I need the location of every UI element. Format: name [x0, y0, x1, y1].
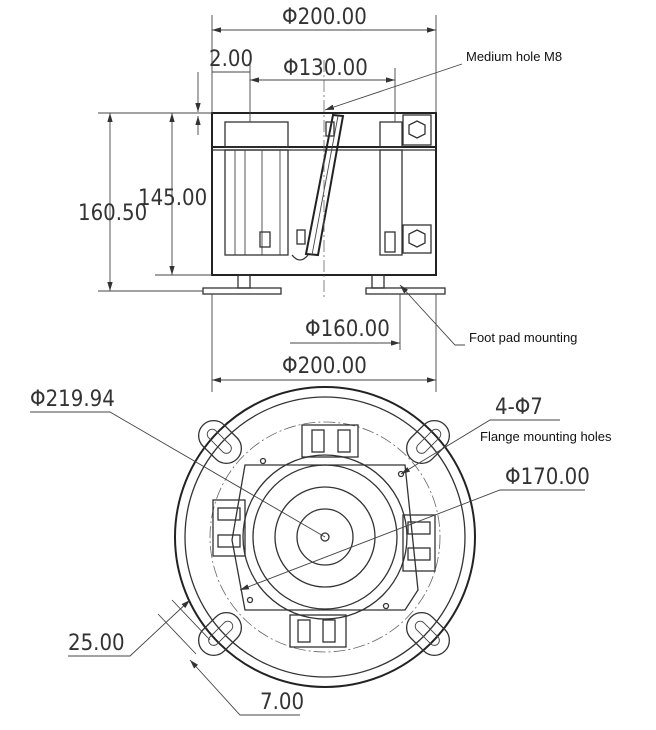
dim-lug-slot: 7.00	[260, 690, 304, 715]
dim-top-diameter: Φ200.00	[282, 5, 367, 30]
side-view: Φ200.00 Φ130.00 2.00 160.50 145.00 Φ160.…	[78, 5, 577, 392]
block-right	[402, 514, 436, 572]
dim-bottom-diameter: Φ200.00	[282, 354, 367, 379]
dim-flange-diameter: Φ170.00	[505, 465, 590, 490]
block-left	[212, 499, 246, 557]
block-top	[301, 424, 359, 458]
bolt-bottom	[402, 224, 432, 254]
flange-hole-circle	[209, 421, 441, 653]
callout-medium-hole: Medium hole M8	[466, 49, 562, 64]
dim-foot-diameter: Φ160.00	[305, 317, 390, 342]
inclined-bracket	[304, 113, 345, 257]
dim-outer-diameter: Φ219.94	[30, 387, 115, 412]
foot-left	[202, 287, 282, 295]
center-hole	[320, 532, 330, 542]
lug-nw	[197, 419, 243, 465]
bolt-top	[402, 114, 432, 146]
dim-holes: 4-Φ7	[495, 395, 543, 420]
dim-inner-diameter: Φ130.00	[283, 56, 368, 81]
dim-gap: 2.00	[209, 47, 253, 72]
outer-circle	[174, 386, 476, 688]
dim-body-height: 145.00	[138, 186, 207, 211]
lug-se	[405, 611, 451, 657]
plan-view: Φ219.94 4-Φ7 Flange mounting holes Φ170.…	[30, 386, 612, 716]
dim-lug-width: 25.00	[68, 631, 125, 656]
lug-sw	[197, 611, 243, 657]
lug-ne	[405, 419, 451, 465]
dim-total-height: 160.50	[78, 201, 147, 226]
base-plate	[231, 464, 419, 611]
callout-flange-holes: Flange mounting holes	[480, 429, 612, 444]
callout-foot-pad: Foot pad mounting	[469, 330, 577, 345]
block-bottom	[289, 614, 347, 648]
